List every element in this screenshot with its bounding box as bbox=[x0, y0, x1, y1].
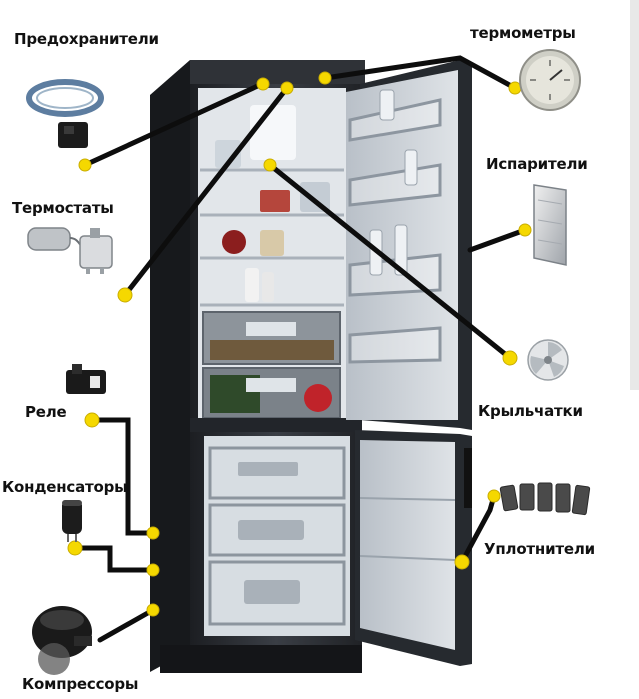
thermostat-icon bbox=[27, 227, 113, 274]
marker-fuse-b bbox=[280, 81, 294, 95]
drawer-pepper bbox=[304, 384, 332, 412]
label-thermostats: Термостаты bbox=[12, 199, 114, 217]
leader-thermometer bbox=[322, 55, 518, 91]
label-impellers: Крыльчатки bbox=[478, 402, 583, 420]
label-relay: Реле bbox=[25, 403, 67, 421]
label-thermometers: термометры bbox=[470, 24, 576, 42]
leader-evaporator bbox=[467, 227, 528, 253]
crisper-drawer-bottom-label bbox=[246, 378, 296, 392]
marker-evaporator bbox=[518, 223, 532, 237]
google-lens-icon[interactable] bbox=[38, 643, 70, 675]
marker-relay bbox=[84, 412, 100, 428]
crisper-drawer-top-label bbox=[246, 322, 296, 336]
marker-seal bbox=[454, 554, 470, 570]
label-compressors: Компрессоры bbox=[22, 675, 139, 693]
leader-impeller bbox=[267, 162, 513, 361]
lower-door-inner bbox=[360, 440, 455, 650]
fuse-icon bbox=[26, 79, 104, 148]
marker-thermometer-a bbox=[318, 71, 332, 85]
fridge-side-panel bbox=[150, 60, 190, 672]
refrigerator bbox=[150, 60, 472, 673]
door-handle bbox=[464, 448, 472, 508]
capacitor-icon bbox=[62, 500, 82, 542]
lower-door-shelves bbox=[359, 497, 456, 561]
marker-capacitor bbox=[67, 540, 83, 556]
marker-relay-end bbox=[146, 526, 160, 540]
marker-capacitor-end bbox=[146, 563, 160, 577]
marker-compressor bbox=[146, 603, 160, 617]
impeller-icon bbox=[527, 339, 569, 381]
marker-fuses-left bbox=[78, 158, 92, 172]
rubber-seal-icon bbox=[499, 482, 591, 516]
marker-fuse-a bbox=[256, 77, 270, 91]
marker-dots bbox=[67, 71, 532, 617]
drawer-vegetables bbox=[210, 340, 334, 360]
freezer-drawers bbox=[208, 446, 346, 626]
label-seals: Уплотнители bbox=[484, 540, 595, 558]
marker-thermostat bbox=[117, 287, 133, 303]
scroll-edge bbox=[630, 0, 639, 390]
marker-seal-top bbox=[487, 489, 501, 503]
marker-thermometer-b bbox=[508, 81, 522, 95]
dial-thermometer-icon bbox=[519, 49, 581, 111]
leader-fuses-1 bbox=[82, 81, 265, 168]
marker-impeller bbox=[502, 350, 518, 366]
freezer-contents bbox=[238, 462, 304, 604]
compartment-divider bbox=[190, 418, 362, 432]
marker-impeller-top bbox=[263, 158, 277, 172]
label-evaporators: Испарители bbox=[486, 155, 588, 173]
fridge-top-panel bbox=[190, 60, 365, 84]
fridge-base bbox=[160, 645, 362, 673]
light-panel bbox=[250, 105, 296, 160]
leader-capacitor bbox=[72, 545, 156, 573]
label-fuses: Предохранители bbox=[14, 30, 159, 48]
leader-fuses-2 bbox=[122, 85, 290, 298]
relay-icon bbox=[66, 364, 106, 394]
leader-compressor bbox=[97, 607, 156, 643]
label-capacitors: Конденсаторы bbox=[2, 478, 128, 496]
leader-relay bbox=[89, 417, 156, 536]
evaporator-panel-icon bbox=[533, 184, 567, 266]
